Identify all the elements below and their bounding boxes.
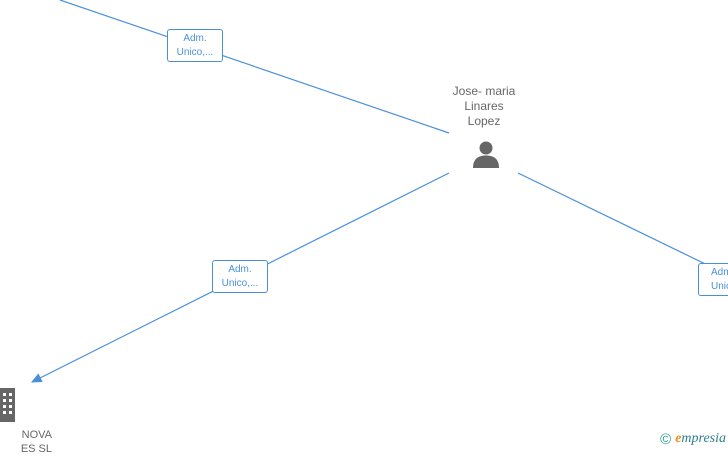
edge-label-detail: Unico,...: [221, 278, 259, 289]
company-node-name[interactable]: NOVA ES SL: [0, 428, 52, 456]
building-icon[interactable]: [0, 388, 18, 422]
edge-top: [59, 0, 450, 134]
edge-label-top[interactable]: Adm. Unico,...: [167, 29, 223, 62]
edge-label-detail: Unico,...: [176, 47, 214, 58]
brand-initial: e: [675, 431, 682, 446]
company-name-line: ES SL: [20, 443, 52, 455]
edge-label-detail: Unic: [711, 281, 728, 292]
edge-label-role: Adm: [711, 267, 728, 278]
brand-logo: © empresia: [660, 430, 726, 448]
edge-right: [517, 172, 728, 276]
brand-wordmark: empresia: [675, 431, 726, 447]
edge-label-role: Adm.: [183, 33, 207, 44]
brand-rest: mpresia: [681, 431, 726, 446]
copyright-icon: ©: [660, 430, 672, 448]
edge-label-role: Adm.: [228, 264, 252, 275]
person-name-line: Linares: [464, 99, 504, 113]
person-icon[interactable]: [472, 140, 500, 168]
edge-label-bottom[interactable]: Adm. Unico,...: [212, 260, 268, 293]
person-node-name[interactable]: Jose- maria Linares Lopez: [418, 84, 550, 129]
person-name-line: Jose- maria: [452, 84, 516, 98]
company-name-line: NOVA: [21, 429, 52, 441]
person-name-line: Lopez: [467, 114, 501, 128]
edge-label-right[interactable]: Adm Unic: [698, 263, 728, 296]
